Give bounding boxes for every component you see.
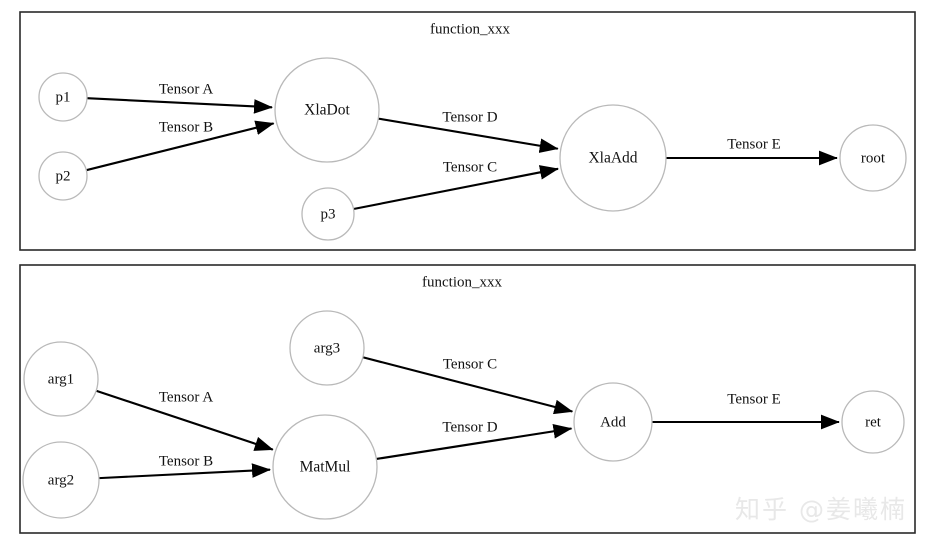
node-label: arg3 [314, 340, 340, 356]
node-xlaadd[interactable]: XlaAdd [559, 104, 667, 212]
node-xladot[interactable]: XlaDot [274, 57, 380, 163]
panel-title: function_xxx [422, 274, 502, 290]
e-matmul-add[interactable]: Tensor D [376, 419, 573, 461]
node-circle [272, 414, 378, 520]
edge-label: Tensor C [443, 356, 497, 372]
node-matmul[interactable]: MatMul [272, 414, 378, 520]
edge-label: Tensor B [159, 119, 213, 135]
node-label: arg1 [48, 371, 74, 387]
edge-arrow [86, 120, 275, 172]
e-p2-xladot[interactable]: Tensor B [86, 119, 275, 172]
edge-label: Tensor C [443, 159, 497, 175]
node-label: XlaDot [304, 102, 350, 119]
node-label: MatMul [300, 459, 351, 476]
edge-label: Tensor E [727, 136, 781, 152]
edge-label: Tensor A [159, 389, 214, 405]
edge-arrow [378, 117, 559, 153]
edge-arrow [98, 463, 271, 480]
node-label: p1 [56, 89, 71, 105]
node-arg1[interactable]: arg1 [23, 341, 99, 417]
node-p3[interactable]: p3 [301, 187, 355, 241]
node-root[interactable]: root [839, 124, 907, 192]
panel-border [19, 264, 916, 534]
e-add-ret[interactable]: Tensor E [652, 391, 840, 430]
node-circle [289, 310, 365, 386]
node-arg3[interactable]: arg3 [289, 310, 365, 386]
edge-arrow [95, 389, 274, 451]
edge-arrow [86, 97, 273, 114]
node-arg2[interactable]: arg2 [22, 441, 100, 519]
edge-arrow [353, 165, 559, 211]
e-p1-xladot[interactable]: Tensor A [86, 81, 273, 114]
node-label: p3 [321, 206, 336, 222]
node-label: Add [600, 414, 626, 430]
e-xladot-xlaadd[interactable]: Tensor D [378, 109, 559, 153]
node-p2[interactable]: p2 [38, 151, 88, 201]
panel-title: function_xxx [430, 21, 510, 37]
node-circle [38, 72, 88, 122]
node-label: XlaAdd [588, 150, 637, 167]
e-xlaadd-root[interactable]: Tensor E [666, 136, 838, 166]
node-circle [22, 441, 100, 519]
node-label: p2 [56, 168, 71, 184]
e-arg3-add[interactable]: Tensor C [362, 356, 574, 415]
node-p1[interactable]: p1 [38, 72, 88, 122]
edge-label: Tensor D [442, 109, 497, 125]
node-circle [23, 341, 99, 417]
edge-label: Tensor D [442, 419, 497, 435]
edge-arrow [376, 424, 573, 461]
node-circle [301, 187, 355, 241]
node-circle [841, 390, 905, 454]
node-label: arg2 [48, 472, 74, 488]
node-add[interactable]: Add [573, 382, 653, 462]
e-p3-xlaadd[interactable]: Tensor C [353, 159, 559, 211]
node-label: ret [865, 414, 882, 430]
edge-label: Tensor A [159, 81, 214, 97]
node-ret[interactable]: ret [841, 390, 905, 454]
node-circle [559, 104, 667, 212]
edge-label: Tensor E [727, 391, 781, 407]
e-arg2-matmul[interactable]: Tensor B [98, 453, 271, 480]
node-label: root [861, 150, 886, 166]
edge-arrow [362, 356, 574, 415]
node-circle [573, 382, 653, 462]
watermark: 知乎 @姜曦楠 [735, 495, 907, 524]
edge-label: Tensor B [159, 453, 213, 469]
node-circle [274, 57, 380, 163]
panel-border [19, 11, 916, 251]
node-circle [38, 151, 88, 201]
node-circle [839, 124, 907, 192]
e-arg1-matmul[interactable]: Tensor A [95, 389, 274, 451]
